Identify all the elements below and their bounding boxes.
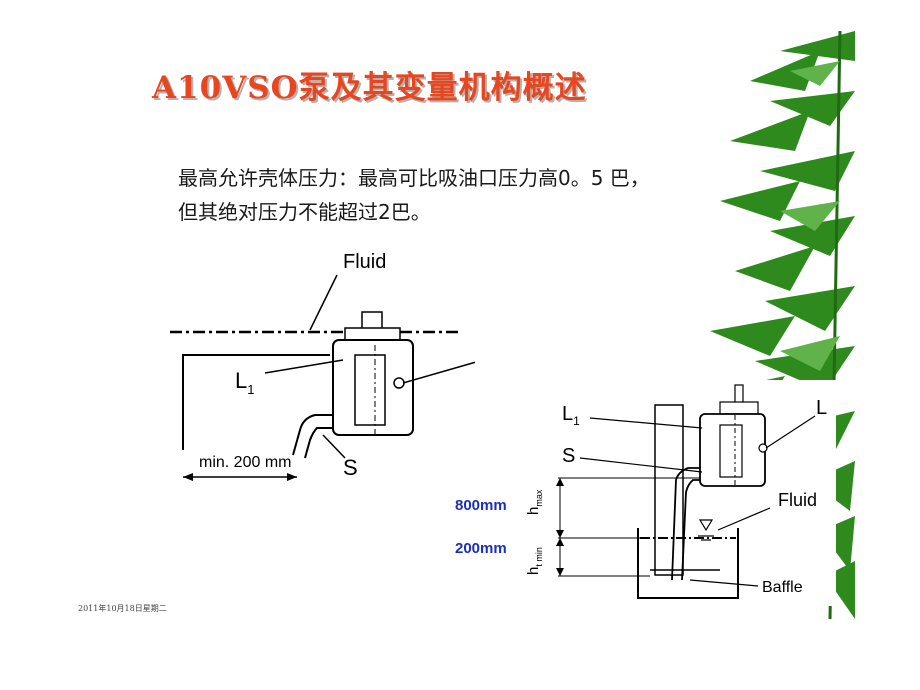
body-text-line-2: 但其绝对压力不能超过2巴。 (178, 200, 431, 224)
body-text-line-1: 最高允许壳体压力：最高可比吸油口压力高0。5 巴， (178, 166, 650, 190)
htmin-label: ht min (525, 547, 544, 575)
l1-label-right: L1 (562, 403, 580, 428)
fluid-label-right: Fluid (778, 490, 817, 510)
dim-200mm: 200mm (455, 540, 507, 557)
fluid-label-left: Fluid (343, 251, 386, 273)
l-label-right: L (816, 397, 827, 419)
hmax-label: hmax (525, 489, 544, 515)
bamboo-decoration (710, 31, 855, 619)
right-diagram-panel (553, 380, 836, 606)
min-200mm-label: min. 200 mm (199, 454, 291, 471)
left-installation-diagram: Fluid L1 L S min. 200 mm (170, 251, 475, 481)
s-label-left: S (343, 455, 358, 480)
s-label-right: S (562, 445, 575, 467)
dim-800mm: 800mm (455, 497, 507, 514)
right-installation-diagram: Baffle Fluid hmax ht min L1 L S (525, 384, 827, 599)
l1-label-left: L1 (235, 368, 254, 397)
baffle-label: Baffle (762, 579, 803, 596)
slide-title: A10VSO泵及其变量机构概述 (152, 70, 587, 106)
footer-date: 2011年10月18日星期二 (78, 604, 167, 613)
